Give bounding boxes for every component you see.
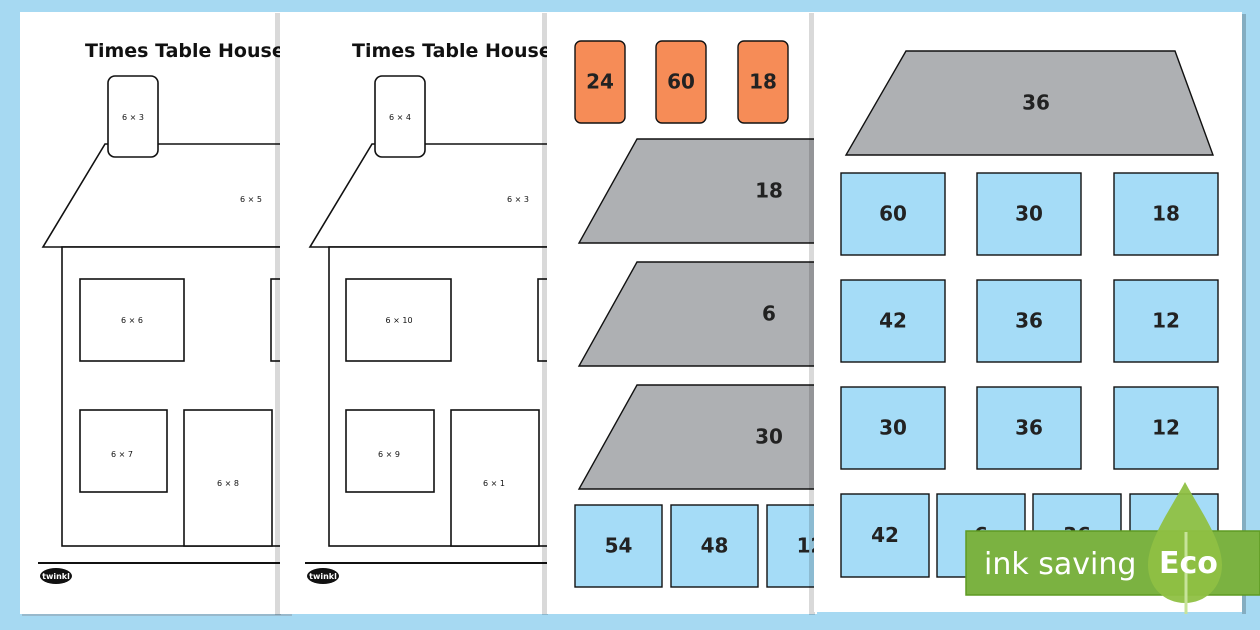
number-tile [976, 172, 1082, 256]
badge-label: ink saving [984, 547, 1136, 582]
roof [577, 261, 814, 367]
tile-number: 42 [871, 523, 899, 547]
tile-number: 36 [1015, 309, 1043, 333]
window [345, 278, 452, 362]
page-1: Times Table House 6 × 3 6 × 5 6 × 6 6 × … [20, 12, 292, 616]
roof-label: 36 [1022, 91, 1050, 115]
number-tile [976, 279, 1082, 363]
number-tile [1113, 386, 1219, 470]
logo-text: twinkl [309, 572, 337, 581]
number-tile [840, 386, 946, 470]
tile-number: 18 [749, 70, 777, 94]
number-tile [655, 40, 707, 124]
door [450, 409, 540, 547]
number-tile [1113, 172, 1219, 256]
page-title: Times Table House [85, 40, 285, 62]
tile-number: 12 [1152, 309, 1180, 333]
tile-number: 12 [797, 534, 825, 558]
number-tile [840, 493, 930, 578]
tile-number: 48 [701, 534, 729, 558]
window [79, 409, 168, 493]
window-label: 6 × 9 [378, 450, 400, 459]
chimney [374, 75, 426, 158]
eco-label: Eco [1159, 546, 1218, 581]
roof-number: 18 [755, 179, 783, 203]
tile-number: 60 [667, 70, 695, 94]
roof [577, 138, 814, 244]
window [345, 409, 435, 493]
window [79, 278, 185, 362]
ink-saving-eco-badge: ink saving Eco [965, 482, 1260, 614]
page-3: 24 60 18 18 6 30 54 48 12 [542, 12, 825, 615]
tile-number: 54 [605, 534, 633, 558]
roof [577, 384, 814, 490]
tile-number: 36 [1015, 416, 1043, 440]
twinkl-logo [307, 568, 339, 584]
twinkl-logo [40, 568, 72, 584]
window [270, 278, 280, 362]
tile-number: 12 [1152, 416, 1180, 440]
roof-label: 6 × 3 [507, 195, 529, 204]
number-tile [574, 504, 663, 588]
door [183, 409, 273, 547]
roof-number: 30 [755, 425, 783, 449]
door-label: 6 × 8 [217, 479, 239, 488]
window-label: 6 × 10 [385, 316, 412, 325]
chimney [107, 75, 159, 158]
number-tile [976, 386, 1082, 470]
roof [41, 143, 280, 248]
number-tile [1113, 279, 1219, 363]
tile-number: 24 [586, 70, 614, 94]
roof [844, 50, 1215, 156]
door-label: 6 × 1 [483, 479, 505, 488]
number-tile [670, 504, 759, 588]
chimney-label: 6 × 4 [389, 113, 411, 122]
number-tile [840, 279, 946, 363]
chimney-label: 6 × 3 [122, 113, 144, 122]
window-label: 6 × 6 [121, 316, 143, 325]
page-2: Times Table House 6 × 4 6 × 3 6 × 10 6 ×… [275, 12, 552, 615]
logo-text: twinkl [42, 572, 70, 581]
roof-label: 6 × 5 [240, 195, 262, 204]
number-tile [574, 40, 626, 124]
number-tile [840, 172, 946, 256]
window-label: 6 × 7 [111, 450, 133, 459]
window [537, 278, 547, 362]
number-tile [766, 504, 814, 588]
tile-number: 60 [879, 202, 907, 226]
tile-number: 30 [1015, 202, 1043, 226]
tile-number: 30 [879, 416, 907, 440]
roof-number: 6 [762, 302, 776, 326]
number-tile [737, 40, 789, 124]
roof [308, 143, 547, 248]
page-title: Times Table House [352, 40, 552, 62]
tile-number: 42 [879, 309, 907, 333]
tile-number: 18 [1152, 202, 1180, 226]
